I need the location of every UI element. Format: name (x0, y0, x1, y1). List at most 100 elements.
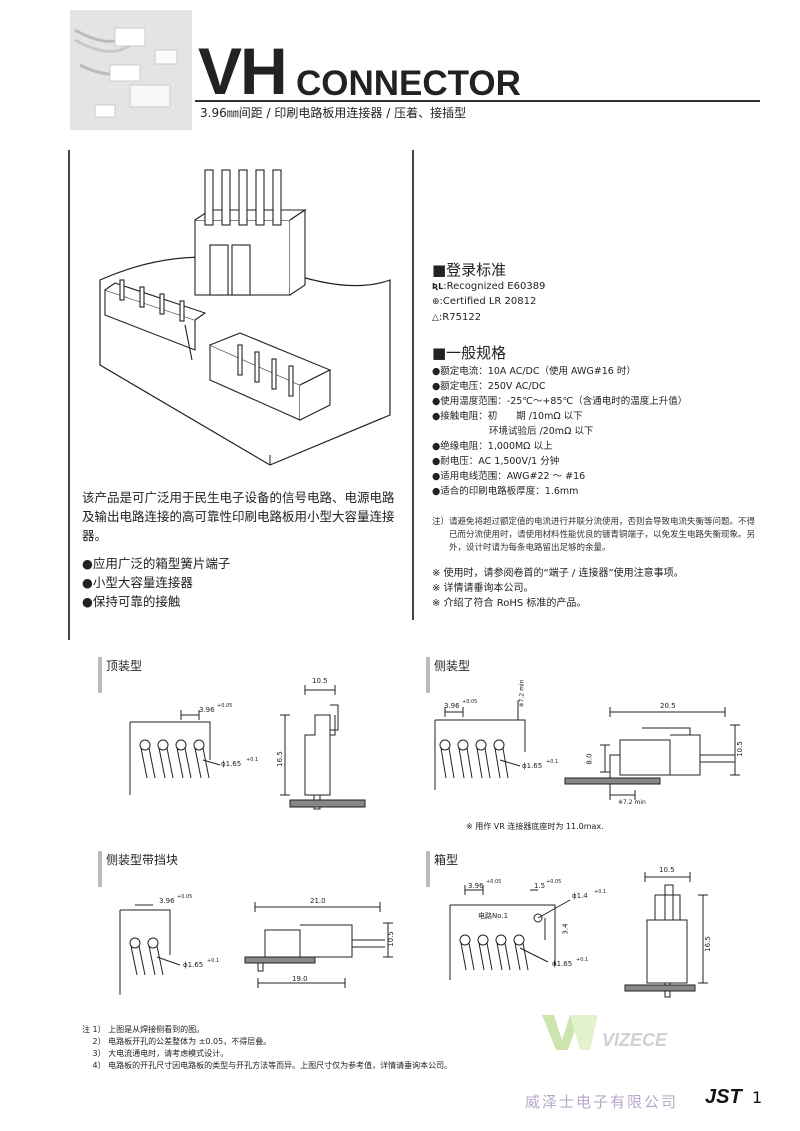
dim-length: 20.5 (660, 702, 676, 710)
dim-pitch-tol: +0.05 (462, 699, 478, 705)
dim-hole: ϕ1.65 (522, 762, 543, 770)
footnote-item: 4） 电路板的开孔尺寸因电路板的类型与开孔方法等而异。上图尺寸仅为参考值，详情请… (82, 1061, 453, 1070)
dim-hole-tol: +0.1 (207, 958, 220, 964)
csa-mark-icon: ⊕ (432, 297, 440, 307)
box-type-pcb-layout: 3.96 +0.05 1.5 +0.05 ϕ1.4 +0.1 电路No.1 3.… (440, 879, 610, 990)
dim-height: 10.5 (735, 741, 744, 757)
dim-height: 16.5 (703, 936, 712, 952)
remark-item: ※ 介绍了符合 RoHS 标准的产品。 (432, 598, 587, 609)
panel-bar (98, 851, 102, 887)
specs-list: ●额定电流：10A AC/DC（使用 AWG#16 时） ●额定电压：250V … (432, 364, 687, 499)
product-description: 该产品是可广泛用于民生电子设备的信号电路、电源电路 及输出电路连接的高可靠性印刷… (82, 488, 402, 545)
feature-item: ●小型大容量连接器 (82, 575, 193, 590)
panel-bar (426, 657, 430, 693)
footnotes: 注 1） 上图是从焊接侧看到的图。 2） 电路板开孔的公差整体为 ±0.05，不… (82, 1024, 682, 1072)
remark-item: ※ 使用时，请参阅卷首的“端子 / 连接器”使用注意事项。 (432, 568, 684, 579)
dim-width: 10.5 (659, 866, 675, 874)
description-line: 该产品是可广泛用于民生电子设备的信号电路、电源电路 (82, 490, 395, 505)
panel-bar (98, 657, 102, 693)
dim-pitch: 3.96 (468, 882, 484, 890)
brand-logo: JST (705, 1086, 742, 1108)
left-column-rule (68, 150, 70, 640)
description-line: 器。 (82, 528, 108, 543)
certification-item: ƦⅬ:Recognized E60389 (432, 281, 546, 292)
side-mount-note: ※ 用作 VR 连接器底座时为 11.0max. (466, 822, 604, 831)
connector-illustration (99, 165, 391, 470)
dim-length: 21.0 (310, 897, 326, 905)
dim-pitch-tol: +0.05 (217, 703, 233, 709)
dim-hole-tol: +0.1 (546, 759, 559, 765)
dim-height: 16.5 (275, 751, 284, 767)
top-mount-pcb-layout: 3.96 +0.05 ϕ1.65 +0.1 (125, 700, 265, 800)
dim-hole: ϕ1.65 (183, 961, 204, 969)
certifications-heading: ■登录标准 (432, 261, 507, 279)
dim-base: 19.0 (292, 975, 308, 983)
certifications-list: ƦⅬ:Recognized E60389 ⊕:Certified LR 2081… (432, 279, 545, 326)
dim-hole-tol: +0.1 (576, 957, 589, 963)
spec-item: ●额定电流：10A AC/DC（使用 AWG#16 时） (432, 366, 636, 377)
page-title-sub: CONNECTOR (296, 64, 521, 103)
certification-item: △:R75122 (432, 312, 482, 323)
dim-spacing-tol: +0.05 (546, 879, 562, 885)
dim-pitch: 3.96 (159, 897, 175, 905)
side-mount-side-view: 20.5 10.5 8.0 ※7.2 min (560, 700, 750, 815)
feature-list: ●应用广泛的箱型簧片端子 ●小型大容量连接器 ●保持可靠的接触 (82, 554, 230, 611)
spec-item: ●额定电压：250V AC/DC (432, 381, 546, 392)
dim-hole: ϕ1.65 (552, 960, 573, 968)
page-number: 1 (752, 1088, 763, 1107)
dim-height: 10.5 (386, 931, 395, 947)
side-mount-block-pcb-layout: 3.96 +0.05 ϕ1.65 +0.1 (105, 894, 235, 1005)
specs-note: 注）请避免将超过额定值的电流进行并联分流使用，否则会导致电流失衡等问题。不得 已… (432, 517, 756, 553)
spec-item: ●使用温度范围：-25℃～+85℃（含通电时的温度上升值） (432, 396, 688, 407)
dim-min-top: ※7.2 min (518, 679, 526, 708)
dim-offset: 8.0 (585, 753, 594, 765)
description-line: 及输出电路连接的高可靠性印刷电路板用小型大容量连接 (82, 509, 395, 524)
panel-title-top-mount: 顶装型 (106, 659, 143, 673)
dim-hole-small: ϕ1.4 (572, 892, 588, 900)
spec-item: 环境试验后 /20mΩ 以下 (432, 426, 594, 437)
panel-title-side-mount: 侧装型 (434, 659, 471, 673)
dim-spacing: 1.5 (534, 882, 546, 890)
dim-hole: ϕ1.65 (221, 760, 242, 768)
side-mount-pcb-layout: 3.96 +0.05 ※7.2 min ϕ1.65 +0.1 (430, 680, 560, 800)
specs-remarks: ※ 使用时，请参阅卷首的“端子 / 连接器”使用注意事项。 ※ 详情请垂询本公司… (432, 566, 684, 611)
dim-pitch-tol: +0.05 (486, 879, 502, 885)
panel-bar (426, 851, 430, 887)
dim-pitch-tol: +0.05 (177, 894, 193, 900)
page-subtitle: 3.96㎜间距 / 印刷电路板用连接器 / 压着、接插型 (200, 106, 467, 120)
center-column-rule (412, 150, 414, 620)
footnote-item: 2） 电路板开孔的公差整体为 ±0.05，不得层叠。 (82, 1037, 272, 1046)
dim-min-bottom: ※7.2 min (618, 799, 646, 806)
certification-item: ⊕:Certified LR 20812 (432, 296, 537, 307)
dim-width: 10.5 (312, 677, 328, 685)
dim-pitch: 3.96 (444, 702, 460, 710)
circuit-label: 电路No.1 (478, 912, 509, 920)
watermark-logo-text: VIZECE (602, 1030, 668, 1050)
spec-item: ●适合的印刷电路板厚度：1.6mm (432, 486, 579, 497)
dim-hole-tol: +0.1 (246, 757, 259, 763)
spec-item: ●接触电阻：初 期 /10mΩ 以下 (432, 411, 583, 422)
dim-hole-small-tol: +0.1 (594, 889, 607, 895)
footnote-item: 注 1） 上图是从焊接侧看到的图。 (82, 1025, 205, 1034)
page-title-main: VH (198, 34, 288, 108)
dim-vertical: 3.4 (561, 923, 570, 935)
product-photo (70, 10, 192, 130)
dim-pitch: 3.96 (199, 706, 215, 714)
box-type-side-view: 10.5 16.5 (624, 865, 735, 1005)
spec-item: ●耐电压：AC 1,500V/1 分钟 (432, 456, 560, 467)
feature-item: ●保持可靠的接触 (82, 594, 181, 609)
feature-item: ●应用广泛的箱型簧片端子 (82, 556, 231, 571)
top-mount-side-view: 10.5 16.5 (270, 675, 380, 815)
spec-item: ●适用电线范围：AWG#22 ～ #16 (432, 471, 586, 482)
panel-title-side-mount-block: 侧装型带挡块 (106, 853, 179, 867)
side-mount-block-side-view: 21.0 10.5 19.0 (240, 895, 400, 995)
ul-mark-icon: ƦⅬ (432, 282, 444, 291)
tuv-mark-icon: △ (432, 313, 439, 323)
header-rule (195, 100, 760, 102)
remark-item: ※ 详情请垂询本公司。 (432, 583, 534, 594)
specs-heading: ■一般规格 (432, 344, 507, 362)
watermark-logo: VIZECE (540, 1010, 720, 1060)
watermark-company: 威泽士电子有限公司 (525, 1093, 679, 1111)
panel-title-box-type: 箱型 (434, 853, 459, 867)
footnote-item: 3） 大电流通电时，请考虑模式设计。 (82, 1049, 229, 1058)
